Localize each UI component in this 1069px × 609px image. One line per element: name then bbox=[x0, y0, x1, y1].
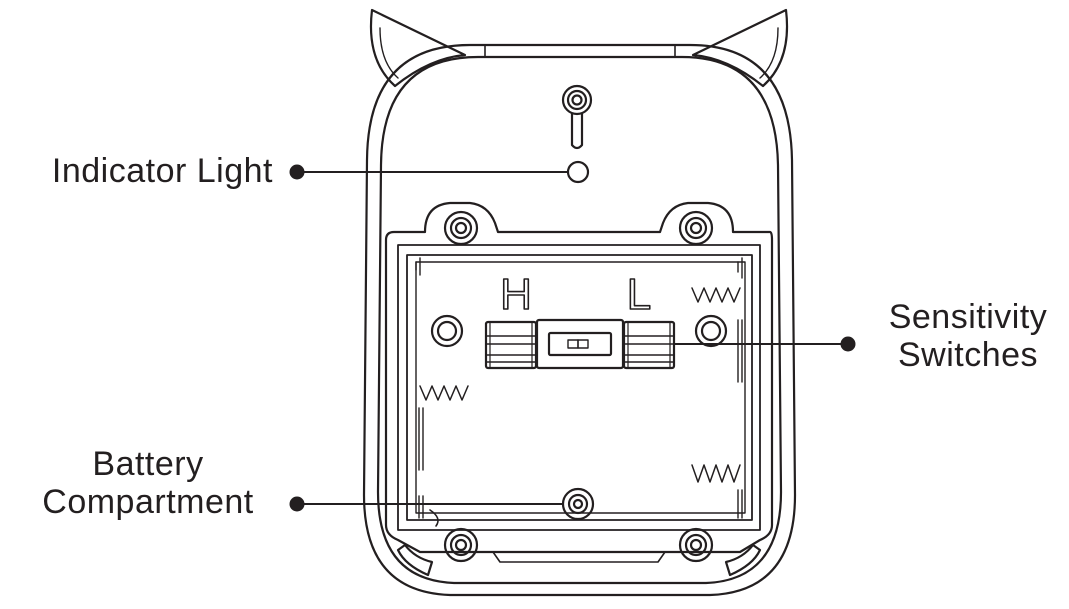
leader-lines bbox=[296, 171, 849, 505]
indicator-light-label: Indicator Light bbox=[52, 152, 273, 190]
battery-line-1: Battery bbox=[92, 445, 204, 483]
sensitivity-line-2: Switches bbox=[897, 336, 1039, 374]
left-ear bbox=[369, 8, 467, 88]
indicator-light-led bbox=[566, 160, 590, 184]
housing-inner bbox=[376, 55, 783, 585]
battery-springs bbox=[419, 287, 741, 483]
bottom-feet bbox=[396, 543, 762, 577]
screws bbox=[430, 210, 728, 563]
battery-line-2: Compartment bbox=[42, 483, 254, 521]
indicator-light-text: Indicator Light bbox=[51, 152, 273, 190]
leader-dots bbox=[289, 164, 856, 512]
housing-outer bbox=[362, 43, 797, 597]
hanger-hole bbox=[561, 84, 593, 150]
switch-label-high: H bbox=[500, 270, 532, 319]
sensitivity-switches-label: Sensitivity Switches bbox=[868, 298, 1068, 374]
sensitivity-switch-assembly bbox=[484, 318, 676, 370]
battery-compartment-interior bbox=[406, 254, 753, 527]
switch-label-low: L bbox=[627, 270, 651, 319]
battery-cover-frame bbox=[384, 201, 774, 554]
right-ear bbox=[691, 8, 789, 88]
battery-compartment-label: Battery Compartment bbox=[14, 445, 282, 521]
sensitivity-line-1: Sensitivity bbox=[888, 298, 1048, 336]
